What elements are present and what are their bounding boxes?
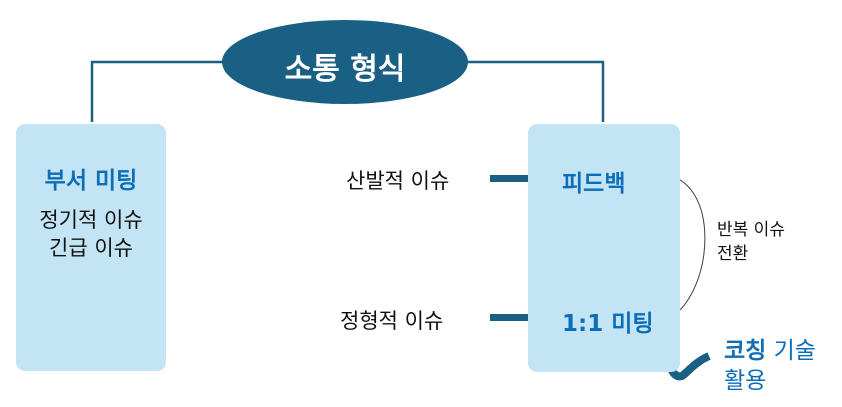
coaching-note-line-1: 코칭 기술 [724,336,816,366]
feedback-label: 피드백 [562,171,626,197]
transition-note-line-2: 전환 [717,244,749,264]
department-meeting-line-2: 긴급 이슈 [49,236,133,260]
department-meeting-heading: 부서 미팅 [44,168,138,194]
feedback-meeting-box [528,124,680,372]
connector-right [460,60,605,122]
sporadic-issue-label: 산발적 이슈 [346,169,450,193]
one-on-one-meeting-label: 1:1 미팅 [562,311,654,337]
department-meeting-box: 부서 미팅 정기적 이슈 긴급 이슈 [16,124,166,371]
title-ellipse [222,20,468,104]
curved-arrow-transition [663,174,706,320]
transition-note-line-1: 반복 이슈 [717,220,785,240]
routine-issue-label: 정형적 이슈 [340,309,444,333]
coaching-note-bold: 코칭 [724,338,767,364]
coaching-note-rest: 기술 [766,338,816,364]
connector-left [90,60,230,122]
diagram-title: 소통 형식 [284,52,406,87]
department-meeting-line-1: 정기적 이슈 [39,208,143,232]
coaching-note-line-2: 활용 [724,368,767,394]
